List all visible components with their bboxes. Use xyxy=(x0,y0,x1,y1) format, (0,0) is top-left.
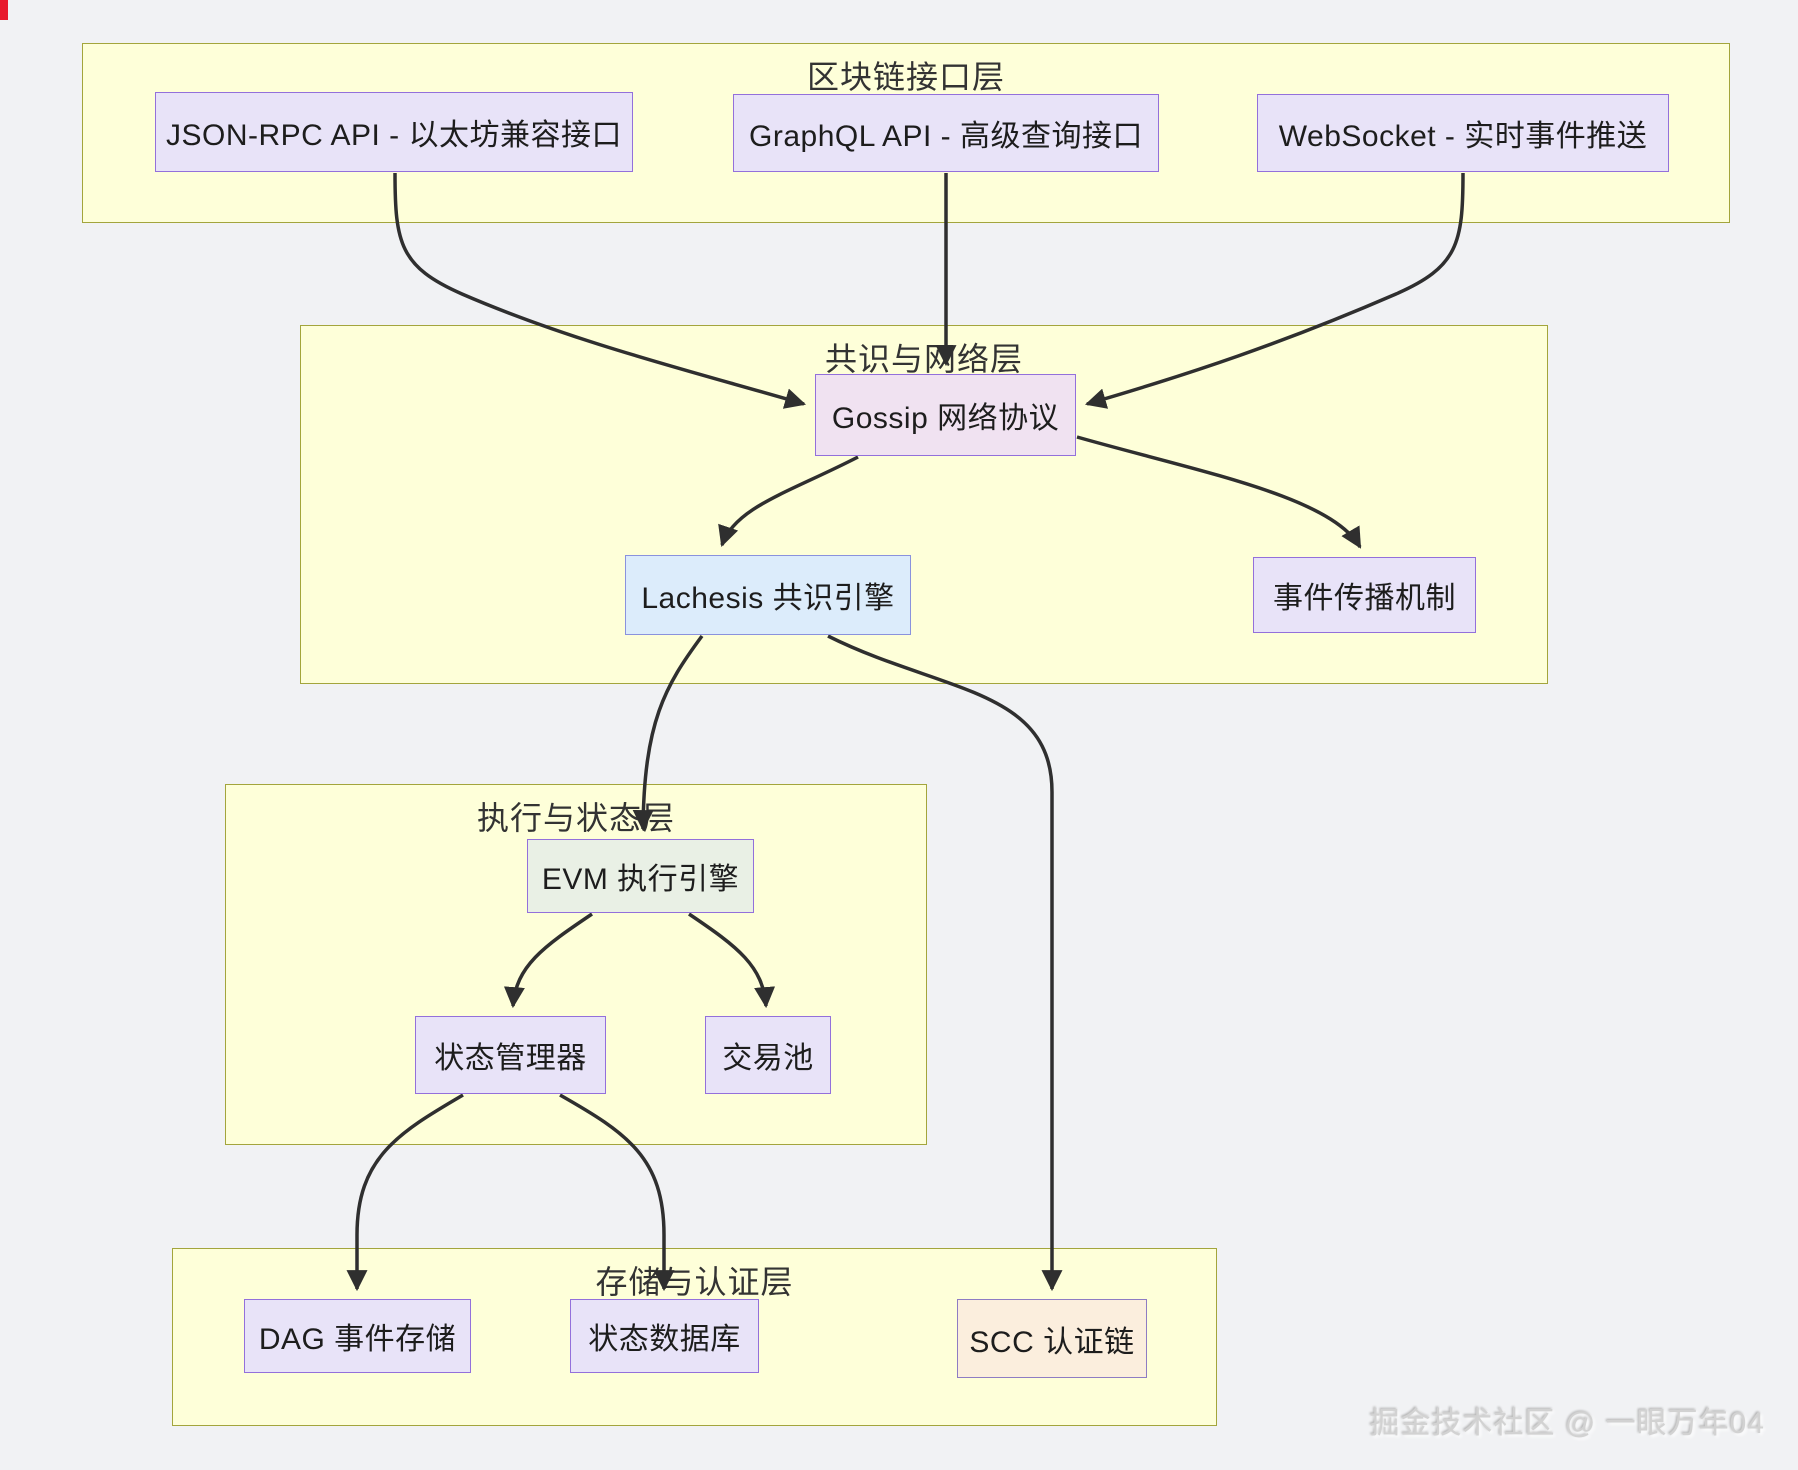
layer-title-consensus-network: 共识与网络层 xyxy=(824,341,1023,377)
edge-gossip-to-event-propagation xyxy=(1076,435,1362,549)
node-scc-chain: SCC 认证链 xyxy=(957,1299,1147,1378)
node-state-database: 状态数据库 xyxy=(570,1299,759,1373)
node-event-propagation: 事件传播机制 xyxy=(1253,557,1476,633)
edge-state-manager-to-state-db xyxy=(559,1093,675,1292)
node-tx-pool: 交易池 xyxy=(705,1016,831,1094)
node-graphql-api: GraphQL API - 高级查询接口 xyxy=(733,94,1159,172)
node-dag-event-store: DAG 事件存储 xyxy=(244,1299,471,1373)
edge-state-manager-to-dag xyxy=(346,1093,464,1292)
edge-lachesis-to-evm xyxy=(632,634,704,832)
edge-json-rpc-to-gossip xyxy=(393,172,807,409)
node-lachesis-engine: Lachesis 共识引擎 xyxy=(625,555,911,635)
node-json-rpc-api: JSON-RPC API - 以太坊兼容接口 xyxy=(155,92,633,172)
edge-lachesis-to-scc xyxy=(827,634,1063,1292)
layer-title-blockchain-interface: 区块链接口层 xyxy=(806,59,1005,95)
watermark-text: 掘金技术社区 @ 一眼万年04 xyxy=(1369,1407,1765,1440)
layer-title-storage-auth: 存储与认证层 xyxy=(595,1264,794,1300)
node-websocket: WebSocket - 实时事件推送 xyxy=(1257,94,1669,172)
edge-gossip-to-lachesis xyxy=(718,455,859,547)
node-state-manager: 状态管理器 xyxy=(415,1016,606,1094)
node-evm-engine: EVM 执行引擎 xyxy=(527,839,754,913)
edge-websocket-to-gossip xyxy=(1084,172,1465,409)
edge-evm-to-state-manager xyxy=(503,912,593,1009)
corner-red-artifact xyxy=(0,0,8,20)
node-gossip-protocol: Gossip 网络协议 xyxy=(815,374,1076,456)
edge-evm-to-tx-pool xyxy=(688,912,776,1009)
